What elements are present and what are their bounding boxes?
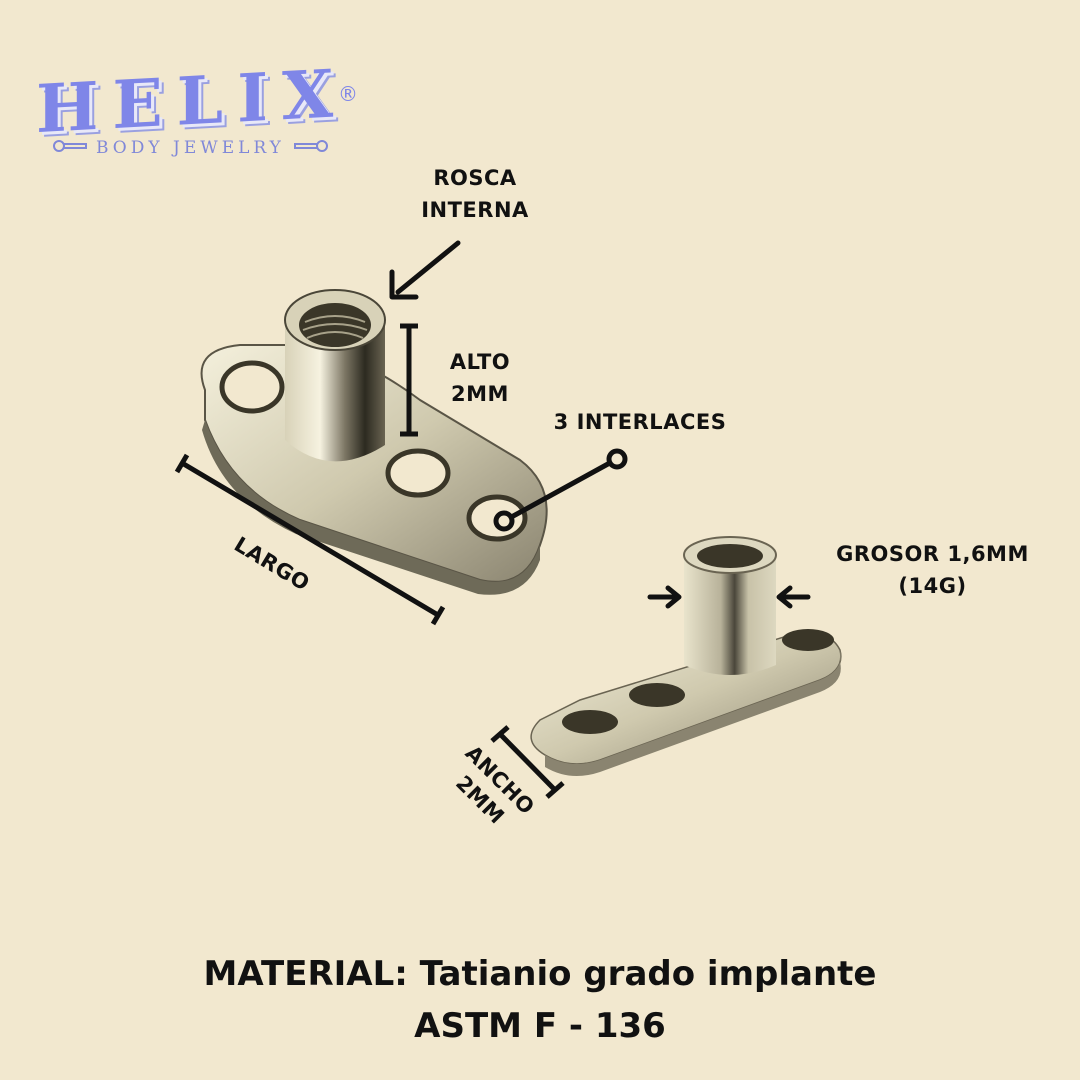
arrow-rosca-interna-icon	[389, 240, 461, 300]
registered-mark: ®	[338, 82, 358, 106]
alto-label: ALTO 2MM	[449, 350, 511, 406]
large-dermal-anchor	[200, 289, 548, 595]
grosor-label: GROSOR 1,6MM (14G)	[836, 542, 1029, 598]
material-line: MATERIAL: Tatianio grado implante	[203, 954, 877, 994]
interlaces-pointer-icon	[493, 448, 628, 532]
barbell-left-icon	[52, 138, 88, 158]
brand-tagline: BODY JEWELRY	[96, 138, 285, 158]
small-dermal-anchor	[530, 536, 842, 776]
interlaces-label: 3 INTERLACES	[553, 410, 727, 434]
ancho-dimension-bar-icon	[490, 725, 565, 799]
alto-dimension-bar-icon	[400, 323, 418, 437]
astm-line: ASTM F - 136	[414, 1006, 666, 1046]
grosor-arrows-icon	[647, 585, 811, 609]
rosca-interna-label: ROSCA INTERNA	[421, 166, 529, 222]
brand-tagline-row: BODY JEWELRY	[52, 138, 329, 158]
barbell-right-icon	[293, 138, 329, 158]
largo-dimension-bar-icon	[174, 453, 446, 626]
